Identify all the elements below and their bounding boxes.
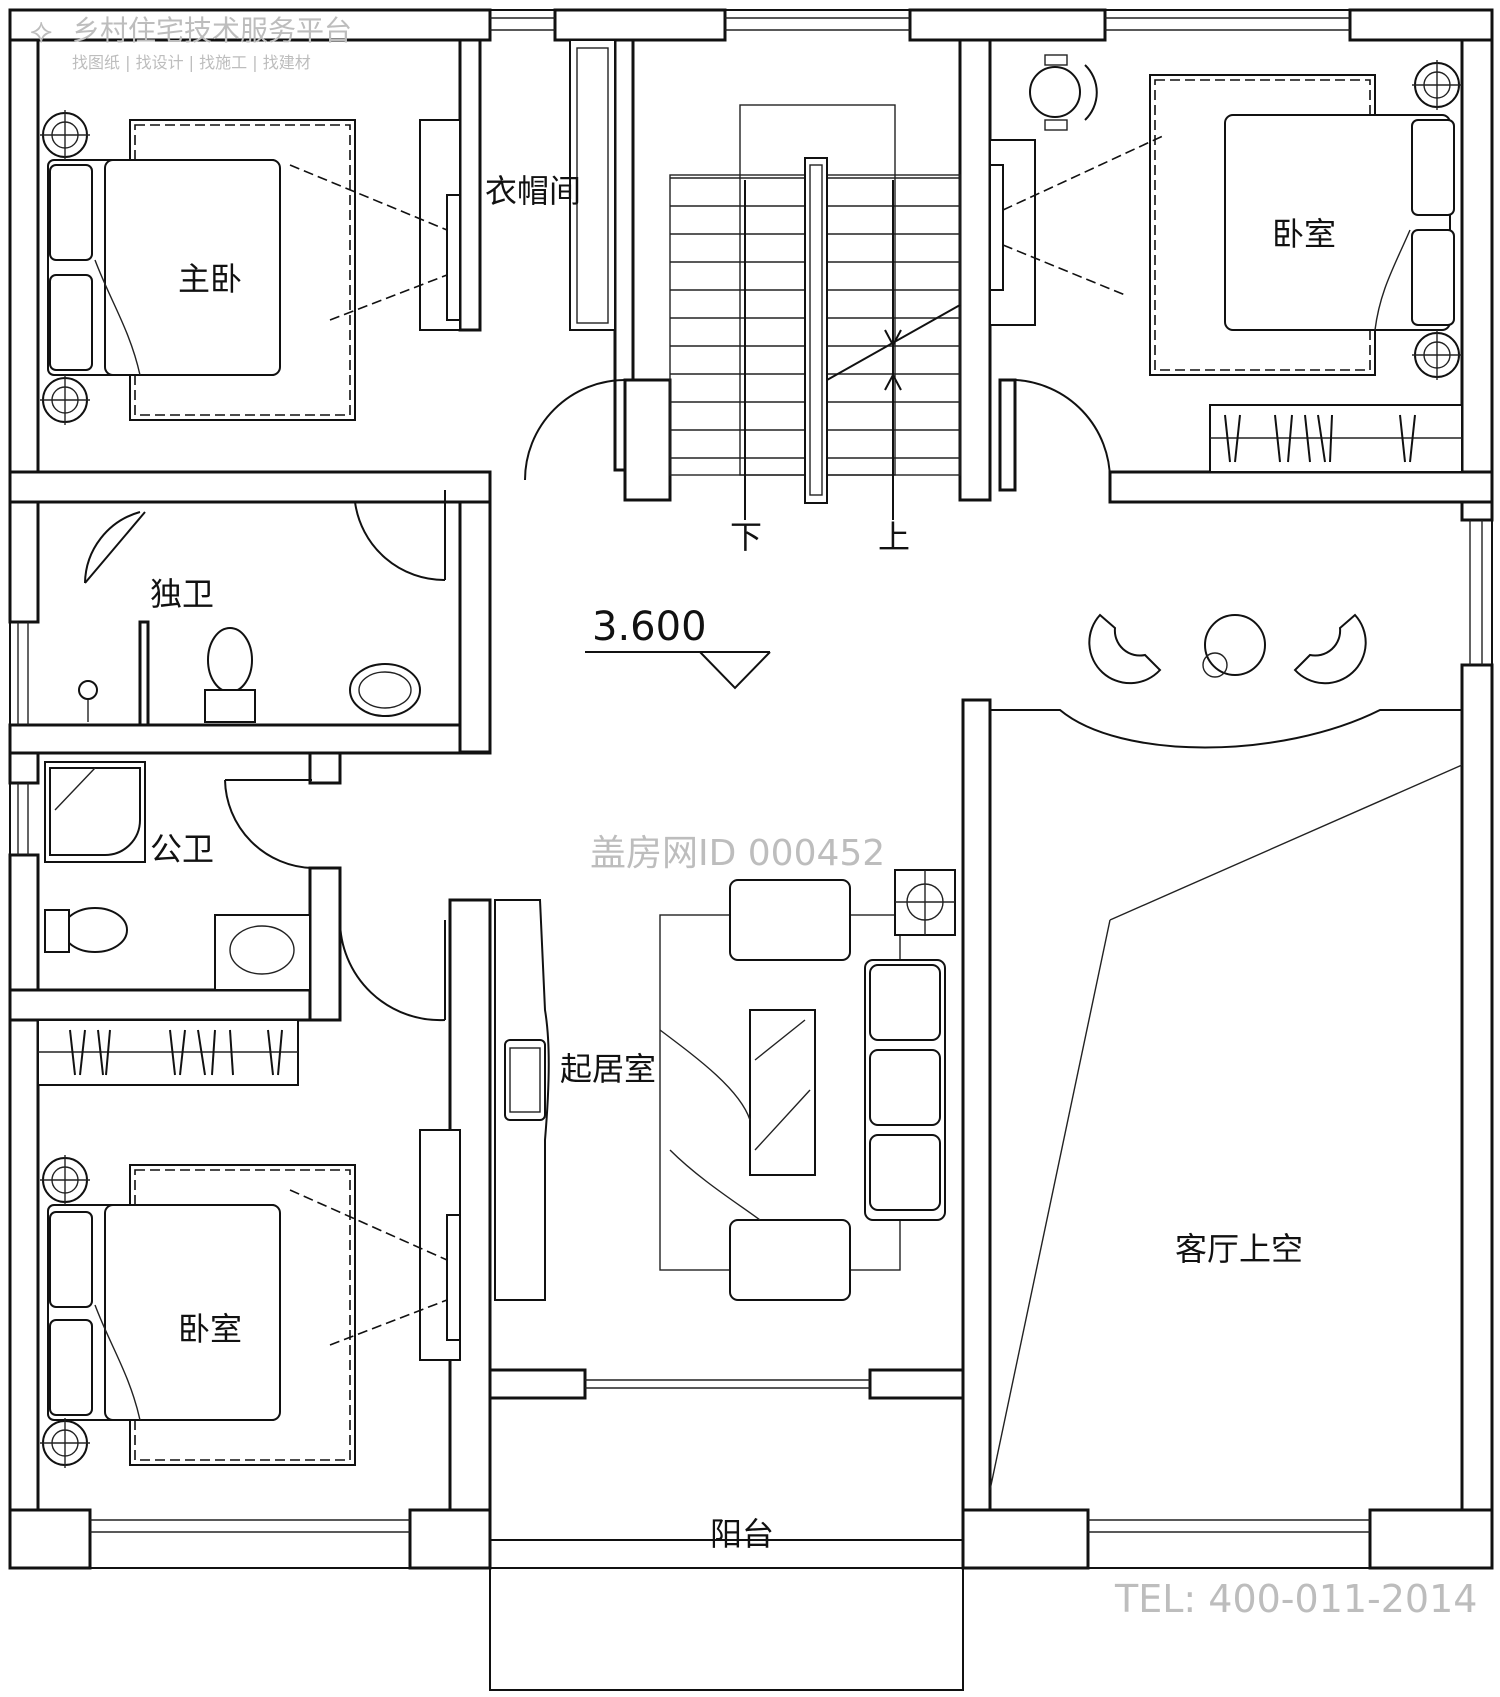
stair-down-label: 下 [730,518,762,556]
room-label-closet: 衣帽间 [485,172,581,210]
windows [17,17,1483,1533]
room-label-master-bedroom: 主卧 [178,260,242,298]
walls [8,8,1494,1691]
room-labels: 主卧 衣帽间 卧室 独卫 公卫 起居室 卧室 阳台 客厅上空 [150,172,1336,1553]
sw-bedroom-furniture [37,1019,461,1468]
room-label-public-bath: 公卫 [150,830,214,868]
room-label-balcony: 阳台 [710,1515,774,1553]
room-label-void: 客厅上空 [1175,1230,1303,1268]
staircase: 下 上 [669,104,961,556]
watermark-id: 盖房网ID 000452 [590,833,885,874]
doors [84,379,1112,1022]
ne-bedroom-furniture [989,54,1463,473]
room-label-living-room: 起居室 [560,1050,656,1088]
room-label-sw-bedroom: 卧室 [178,1310,242,1348]
watermark-links: 找图纸 | 找设计 | 找施工 | 找建材 [72,53,311,72]
public-bath-fixtures [44,761,311,991]
watermark-tel: TEL: 400-011-2014 [1114,1577,1477,1621]
closet-furniture [569,39,616,331]
private-bath-fixtures [78,627,421,723]
watermark-logo-icon: ⟡ [30,11,52,51]
elevation-value: 3.600 [592,604,707,650]
watermark-brand: 乡村住宅技术服务平台 [72,14,352,47]
watermarks: ⟡ 乡村住宅技术服务平台 找图纸 | 找设计 | 找施工 | 找建材 盖房网ID… [30,11,1477,1621]
room-label-private-bath: 独卫 [150,575,214,613]
master-bedroom-furniture [40,110,461,425]
stair-up-label: 上 [878,518,910,556]
void-and-lounge [989,613,1463,1491]
elevation-marker: 3.600 [585,604,771,690]
room-label-ne-bedroom: 卧室 [1272,215,1336,253]
living-room-furniture [494,869,956,1301]
